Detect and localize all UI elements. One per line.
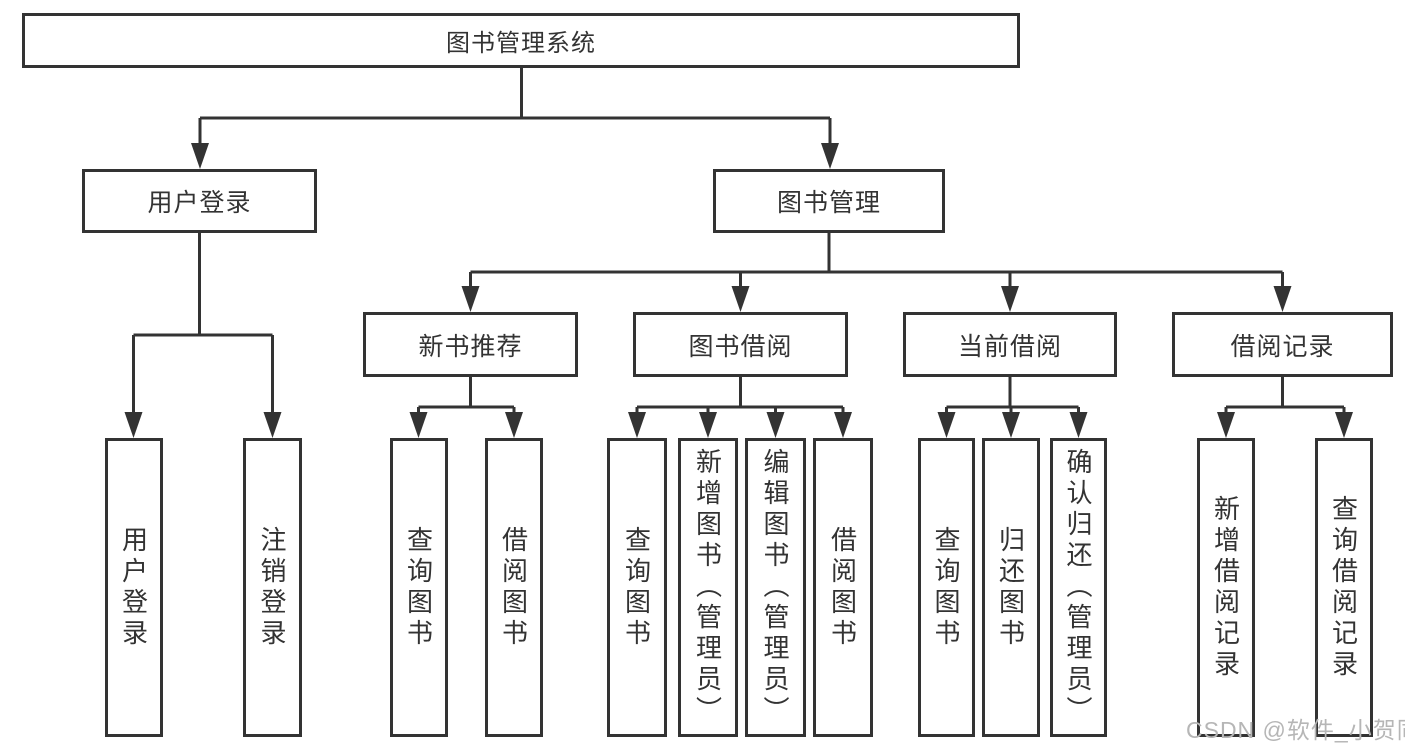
edge-book-mgmt-to-level2 [469,233,1284,304]
edge-borrow-records-to-leaves [1224,377,1346,430]
arrowhead [1002,412,1020,438]
arrowhead [937,412,956,438]
leaf-query-books-current: 查询图书 [918,438,975,737]
edge-new-book-to-leaves [417,377,516,430]
csdn-watermark: CSDN @软件_小贺同学 [1186,717,1405,743]
node-book-borrow: 图书借阅 [633,312,848,377]
arrowhead [1069,412,1088,438]
leaf-logout: 注销登录 [243,438,302,737]
arrowhead [461,286,480,312]
leaf-return-books: 归还图书 [982,438,1040,737]
arrowhead [505,412,523,438]
leaf-add-borrow-record: 新增借阅记录 [1197,438,1255,737]
arrowhead [731,286,750,312]
arrowhead [191,143,209,169]
leaf-borrow-books: 借阅图书 [813,438,873,737]
arrowheads [124,143,1353,438]
leaf-query-borrow-record: 查询借阅记录 [1315,438,1373,737]
edge-book-borrow-to-leaves [635,377,845,430]
edge-user-login-to-leaves [132,233,274,430]
edge-root-to-level1 [198,68,832,160]
leaf-add-books-admin: 新增图书（管理员） [678,438,738,737]
leaf-edit-books-admin: 编辑图书（管理员） [745,438,806,737]
arrowhead [1217,412,1235,438]
leaf-user-login: 用户登录 [105,438,163,737]
arrowhead [628,412,646,438]
node-current-borrow: 当前借阅 [903,312,1117,377]
leaf-query-books-recommend: 查询图书 [390,438,448,737]
leaf-query-books-borrow: 查询图书 [607,438,667,737]
node-root: 图书管理系统 [22,13,1020,68]
arrowhead [263,412,282,438]
node-new-book-recommend: 新书推荐 [363,312,578,377]
leaf-borrow-books-recommend: 借阅图书 [485,438,543,737]
arrowhead [1273,286,1292,312]
arrowhead [699,412,717,438]
node-borrow-records: 借阅记录 [1172,312,1393,377]
leaf-confirm-return-admin: 确认归还（管理员） [1050,438,1107,737]
arrowhead [821,143,839,169]
arrowhead [766,412,785,438]
node-user-login: 用户登录 [82,169,317,233]
arrowhead [1335,412,1353,438]
arrowhead [1001,286,1019,312]
arrowhead [409,412,428,438]
arrowhead [834,412,852,438]
node-book-mgmt: 图书管理 [713,169,945,233]
arrowhead [124,412,143,438]
